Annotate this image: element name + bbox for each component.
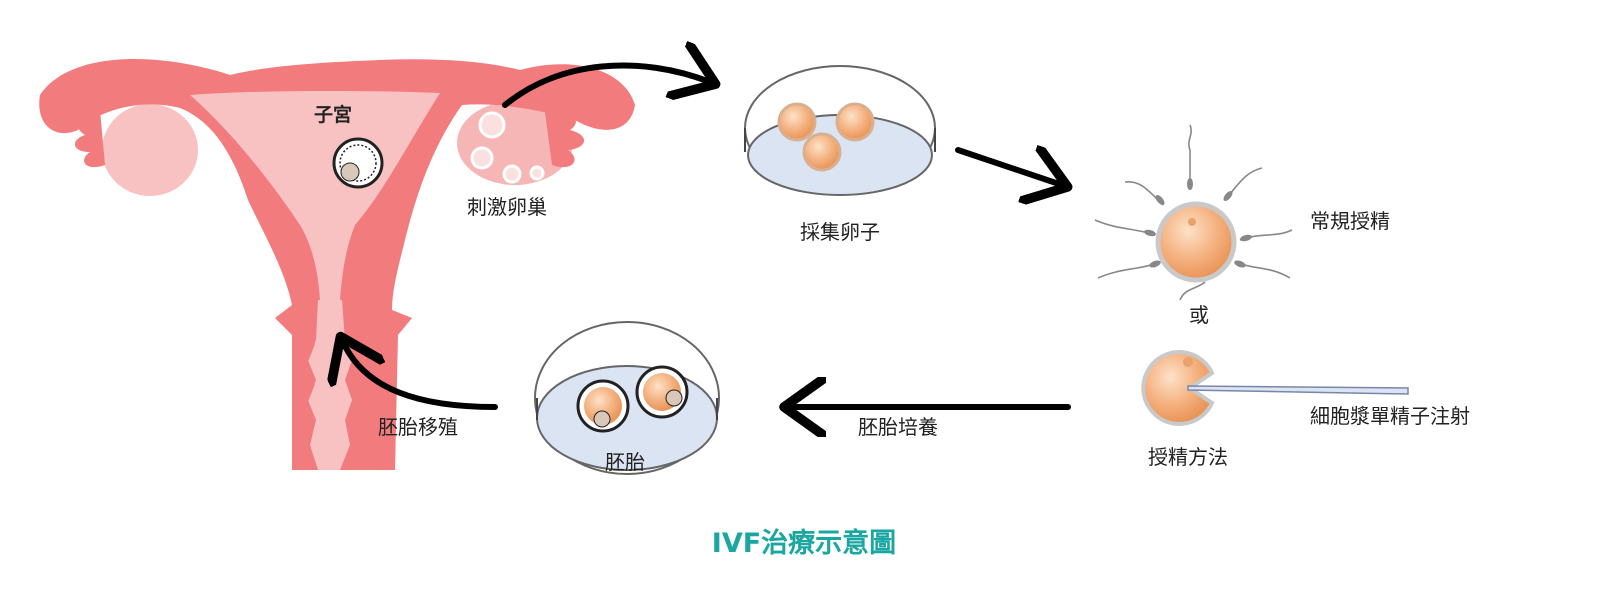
implanted-embryo xyxy=(332,137,384,189)
label-uterus: 子宮 xyxy=(314,104,353,126)
label-or: 或 xyxy=(1189,303,1209,327)
label-icsi: 細胞漿單精子注射 xyxy=(1310,404,1470,428)
arrow-ovary-to-dish xyxy=(502,65,710,108)
process-arrows xyxy=(343,65,1068,407)
label-stimulate-ovary: 刺激卵巢 xyxy=(467,195,547,219)
label-embryo: 胚胎 xyxy=(605,450,645,474)
injection-pipette xyxy=(1187,385,1409,395)
label-embryo-transfer: 胚胎移殖 xyxy=(378,415,458,439)
arrow-transfer xyxy=(343,342,498,410)
label-embryo-culture: 胚胎培養 xyxy=(858,415,938,439)
dish-embryos xyxy=(534,321,720,475)
left-ovary xyxy=(102,104,198,196)
icsi-illustration xyxy=(1141,350,1409,426)
label-collect-eggs: 採集卵子 xyxy=(800,220,880,244)
ovarian-follicles xyxy=(470,111,545,184)
uterine-cavity xyxy=(190,90,440,300)
arrow-dish-to-fertilization xyxy=(955,150,1062,185)
uterus-illustration xyxy=(39,59,636,470)
conventional-fertilization-illustration xyxy=(1094,124,1293,301)
diagram-caption: IVF治療示意圖 xyxy=(711,528,897,559)
label-conventional-fertilization: 常規授精 xyxy=(1310,209,1390,233)
dish-collected-eggs xyxy=(744,65,936,196)
label-fertilization-method: 授精方法 xyxy=(1148,445,1228,469)
